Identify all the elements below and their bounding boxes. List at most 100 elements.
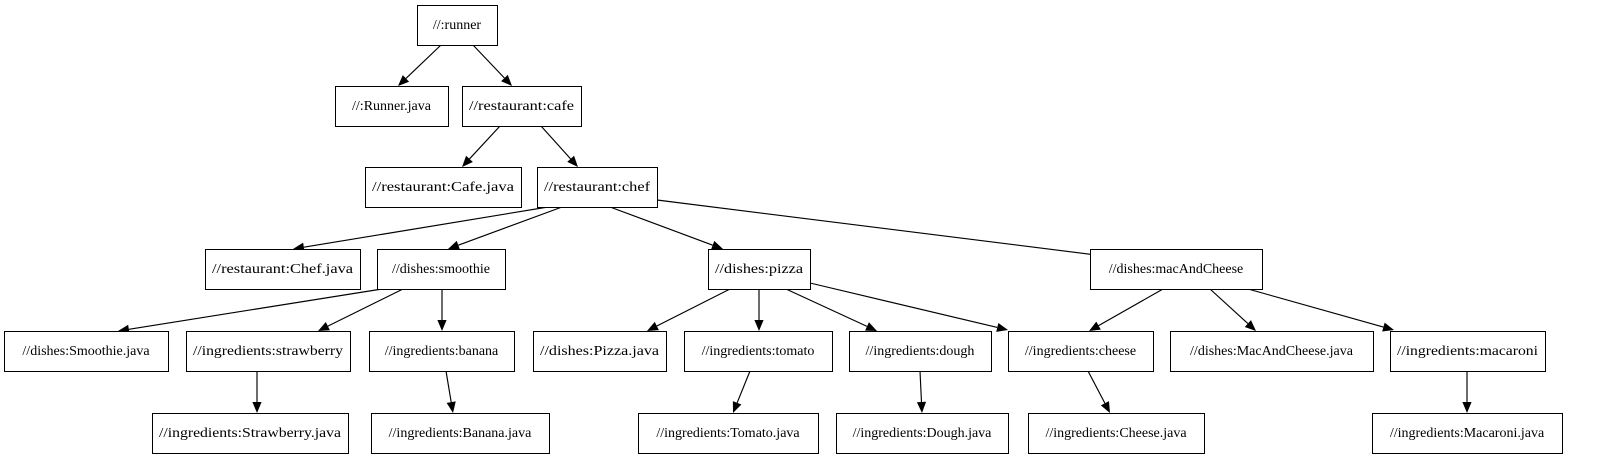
node-label: //ingredients:tomato	[702, 344, 815, 359]
edge-arrowhead	[398, 75, 410, 86]
node-label: //dishes:smoothie	[392, 262, 490, 277]
node-box[interactable]	[836, 413, 1009, 454]
node-box[interactable]	[537, 167, 658, 208]
node-box[interactable]	[1090, 249, 1263, 290]
graph-node-restaurant_chef[interactable]: //restaurant:chef	[537, 167, 658, 208]
graph-edge	[1462, 371, 1472, 413]
node-layer: //:runner //:Runner.java //restaurant:cafe…	[4, 5, 1563, 454]
graph-node-chef_java[interactable]: //restaurant:Chef.java	[205, 249, 361, 290]
edge-arrowhead	[1089, 321, 1101, 331]
graph-node-runner_java[interactable]: //:Runner.java	[335, 86, 449, 127]
graph-node-dough_java[interactable]: //ingredients:Dough.java	[836, 413, 1009, 454]
node-label: //restaurant:cafe	[469, 99, 574, 114]
node-box[interactable]	[1170, 331, 1374, 372]
node-box[interactable]	[849, 331, 992, 372]
node-box[interactable]	[1008, 331, 1154, 372]
node-box[interactable]	[371, 413, 550, 454]
graph-node-pizza_java[interactable]: //dishes:Pizza.java	[533, 331, 667, 372]
graph-node-banana_java[interactable]: //ingredients:Banana.java	[371, 413, 550, 454]
edge-line	[303, 206, 549, 248]
node-label: //ingredients:strawberry	[193, 344, 343, 359]
graph-node-ing_banana[interactable]: //ingredients:banana	[369, 331, 515, 372]
node-label: //:runner	[433, 18, 482, 33]
node-label: //ingredients:cheese	[1025, 344, 1136, 359]
graph-node-macaroni_java[interactable]: //ingredients:Macaroni.java	[1372, 413, 1563, 454]
graph-edge	[732, 370, 751, 413]
node-box[interactable]	[365, 167, 522, 208]
node-box[interactable]	[369, 331, 515, 372]
edge-line	[1209, 288, 1249, 325]
graph-edge	[437, 289, 447, 331]
node-box[interactable]	[638, 413, 819, 454]
edge-line	[609, 206, 713, 246]
node-box[interactable]	[1028, 413, 1205, 454]
graph-node-tomato_java[interactable]: //ingredients:Tomato.java	[638, 413, 819, 454]
edge-line	[736, 370, 751, 404]
node-label: //ingredients:macaroni	[1397, 344, 1538, 359]
graph-edge	[448, 206, 563, 250]
node-box[interactable]	[462, 86, 582, 127]
node-label: //ingredients:Macaroni.java	[1390, 426, 1545, 441]
graph-node-strawberry_java[interactable]: //ingredients:Strawberry.java	[152, 413, 349, 454]
node-box[interactable]	[684, 331, 833, 372]
edge-line	[540, 125, 572, 160]
edge-line	[128, 288, 383, 330]
node-box[interactable]	[1390, 331, 1546, 372]
graph-node-ing_tomato[interactable]: //ingredients:tomato	[684, 331, 833, 372]
edge-layer	[118, 44, 1472, 413]
graph-edge	[472, 44, 512, 86]
edge-line	[809, 282, 998, 329]
graph-node-restaurant_cafe[interactable]: //restaurant:cafe	[462, 86, 582, 127]
graph-edge	[647, 288, 731, 331]
graph-node-dishes_macandch[interactable]: //dishes:macAndCheese	[1090, 249, 1263, 290]
graph-node-smoothie_java[interactable]: //dishes:Smoothie.java	[4, 331, 169, 372]
edge-line	[405, 44, 442, 79]
node-box[interactable]	[4, 331, 169, 372]
edge-arrowhead	[916, 401, 927, 413]
graph-node-dishes_smoothie[interactable]: //dishes:smoothie	[377, 249, 506, 290]
node-label: //restaurant:Cafe.java	[372, 180, 515, 195]
node-box[interactable]	[186, 331, 351, 372]
graph-edge	[540, 125, 578, 167]
graph-edge	[462, 125, 501, 167]
node-box[interactable]	[335, 86, 449, 127]
edge-arrowhead	[252, 402, 262, 413]
graph-edge	[1209, 288, 1256, 331]
graph-node-dishes_pizza[interactable]: //dishes:pizza	[708, 249, 811, 290]
edge-line	[919, 370, 923, 403]
edge-line	[458, 206, 563, 246]
node-box[interactable]	[1372, 413, 1563, 454]
node-label: //ingredients:Banana.java	[389, 426, 532, 441]
graph-edge	[252, 371, 262, 413]
graph-node-macandcheese_java[interactable]: //dishes:MacAndCheese.java	[1170, 331, 1374, 372]
graph-node-runner[interactable]: //:runner	[417, 5, 498, 46]
graph-node-ing_dough[interactable]: //ingredients:dough	[849, 331, 992, 372]
graph-edge	[609, 206, 723, 250]
node-label: //:Runner.java	[352, 99, 432, 114]
node-box[interactable]	[152, 413, 349, 454]
graph-node-cafe_java[interactable]: //restaurant:Cafe.java	[365, 167, 522, 208]
node-box[interactable]	[533, 331, 667, 372]
graph-node-ing_cheese[interactable]: //ingredients:cheese	[1008, 331, 1154, 372]
node-box[interactable]	[377, 249, 506, 290]
node-label: //ingredients:Cheese.java	[1045, 426, 1187, 441]
graph-edge	[1087, 370, 1110, 413]
graph-edge	[1247, 288, 1394, 332]
edge-arrowhead	[996, 322, 1008, 332]
edge-arrowhead	[647, 321, 659, 331]
graph-edge	[1089, 288, 1164, 331]
node-box[interactable]	[417, 5, 498, 46]
node-label: //ingredients:Strawberry.java	[159, 426, 342, 441]
edge-arrowhead	[732, 401, 742, 413]
graph-node-ing_strawberry[interactable]: //ingredients:strawberry	[186, 331, 351, 372]
graph-node-ing_macaroni[interactable]: //ingredients:macaroni	[1390, 331, 1546, 372]
edge-line	[327, 288, 404, 327]
edge-arrowhead	[462, 155, 473, 167]
graph-node-cheese_java[interactable]: //ingredients:Cheese.java	[1028, 413, 1205, 454]
edge-line	[1247, 288, 1384, 328]
edge-arrowhead	[1382, 322, 1394, 332]
node-box[interactable]	[708, 249, 811, 290]
node-box[interactable]	[205, 249, 361, 290]
edge-line	[785, 288, 868, 327]
